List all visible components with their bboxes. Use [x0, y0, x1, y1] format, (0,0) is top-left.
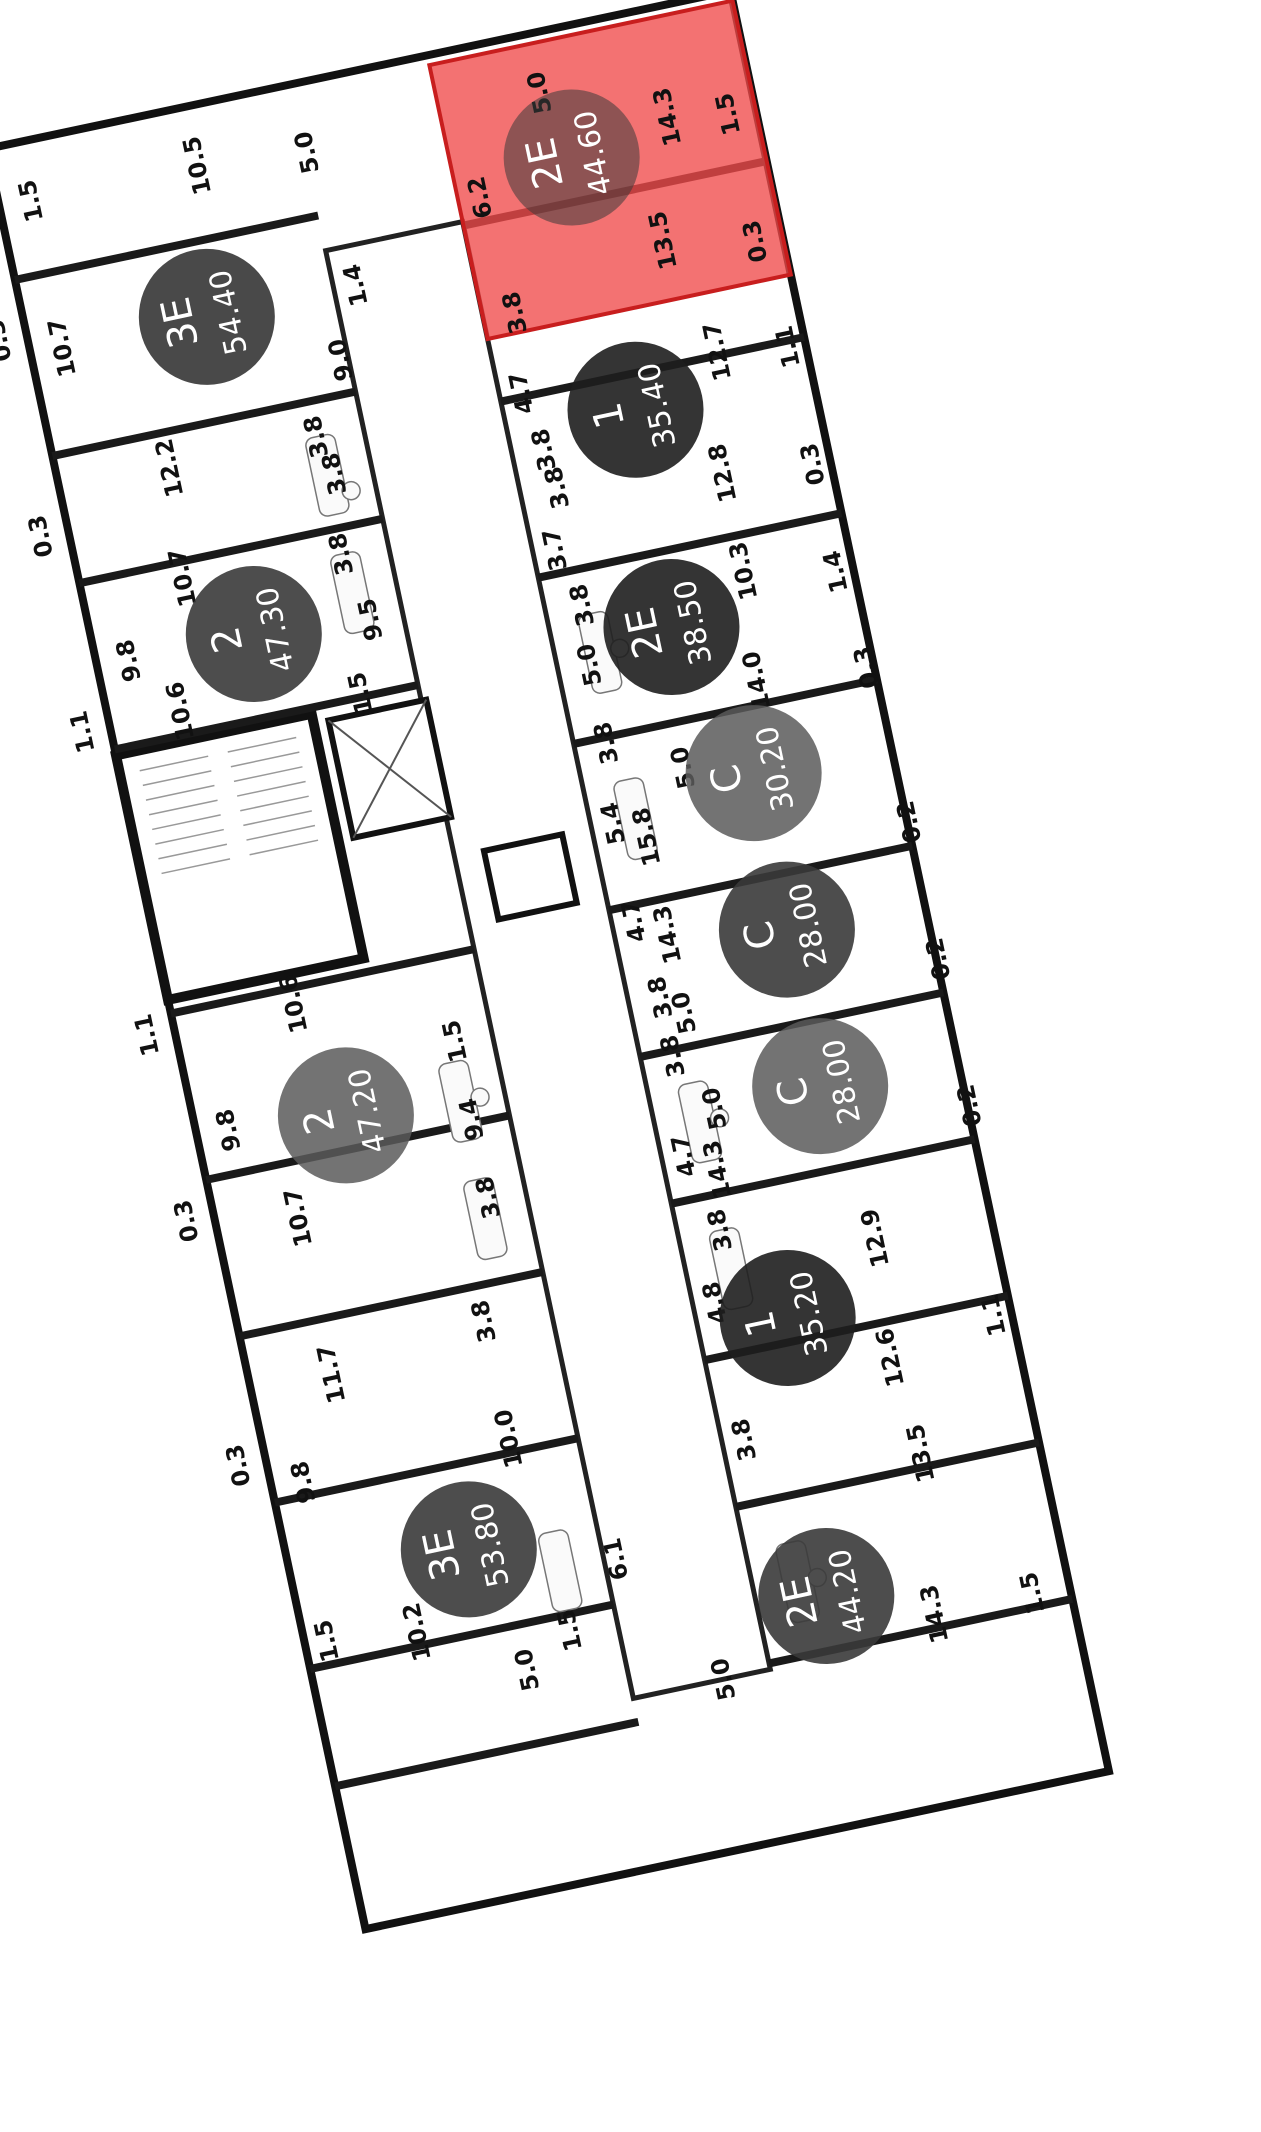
badge-circle — [685, 705, 822, 842]
badge-circle — [567, 341, 704, 478]
apartment-badge-2-47-30[interactable]: 2 47.30 — [173, 553, 334, 714]
apartment-badge-1-35-20[interactable]: 1 35.20 — [707, 1237, 868, 1398]
badge-circle — [400, 1481, 537, 1618]
badge-circle — [277, 1047, 414, 1184]
room-label: 0.3 — [220, 1442, 256, 1489]
stair-core — [110, 696, 581, 1006]
apartment-badge-2e-44-60[interactable]: 2Е 44.60 — [491, 77, 652, 238]
room-label: 0.3 — [23, 512, 59, 559]
badge-circle — [752, 1018, 889, 1155]
badge-circle — [185, 566, 322, 703]
corridor — [322, 218, 774, 1702]
room-label: 1.1 — [129, 1011, 165, 1058]
badge-circle — [718, 861, 855, 998]
apartment-badge-3e-53-80[interactable]: 3Е 53.80 — [388, 1469, 549, 1630]
badge-circle — [138, 248, 275, 385]
apartment-badge-1-35-40[interactable]: 1 35.40 — [555, 329, 716, 490]
room-label: 1.1 — [64, 708, 100, 755]
apartment-type: 2Е — [772, 1572, 828, 1631]
apartment-type: 2Е — [517, 134, 573, 193]
apartment-badge-c-30-20[interactable]: С 30.20 — [673, 693, 834, 854]
badge-circle — [603, 559, 740, 696]
building: 1.5 10.5 5.0 0.3 10.7 1.4 9.0 5.0 6.2 14… — [0, 0, 1114, 1934]
apartment-type: 3Е — [415, 1525, 471, 1584]
badge-circle — [719, 1249, 856, 1386]
apartment-badges: 3Е 54.40 2Е 44.60 2 47.30 1 35.40 2Е — [126, 77, 907, 1676]
left-partitions — [14, 211, 640, 1791]
badge-circle — [758, 1528, 895, 1665]
apartment-type: 2Е — [617, 603, 673, 662]
apartment-badge-2e-38-50[interactable]: 2Е 38.50 — [591, 546, 752, 707]
apartment-badge-3e-54[interactable]: 3Е 54.40 — [126, 236, 287, 397]
room-label: 0.3 — [0, 317, 17, 364]
apartment-badge-2-47-20[interactable]: 2 47.20 — [265, 1035, 426, 1196]
badge-circle — [503, 89, 640, 226]
apartment-badge-c-28-00-a[interactable]: С 28.00 — [706, 849, 867, 1010]
apartment-badge-2e-44-20[interactable]: 2Е 44.20 — [746, 1515, 907, 1676]
apartment-type: 3Е — [153, 293, 209, 352]
room-label: 0.3 — [168, 1197, 204, 1244]
apartment-badge-c-28-00-b[interactable]: С 28.00 — [740, 1006, 901, 1167]
